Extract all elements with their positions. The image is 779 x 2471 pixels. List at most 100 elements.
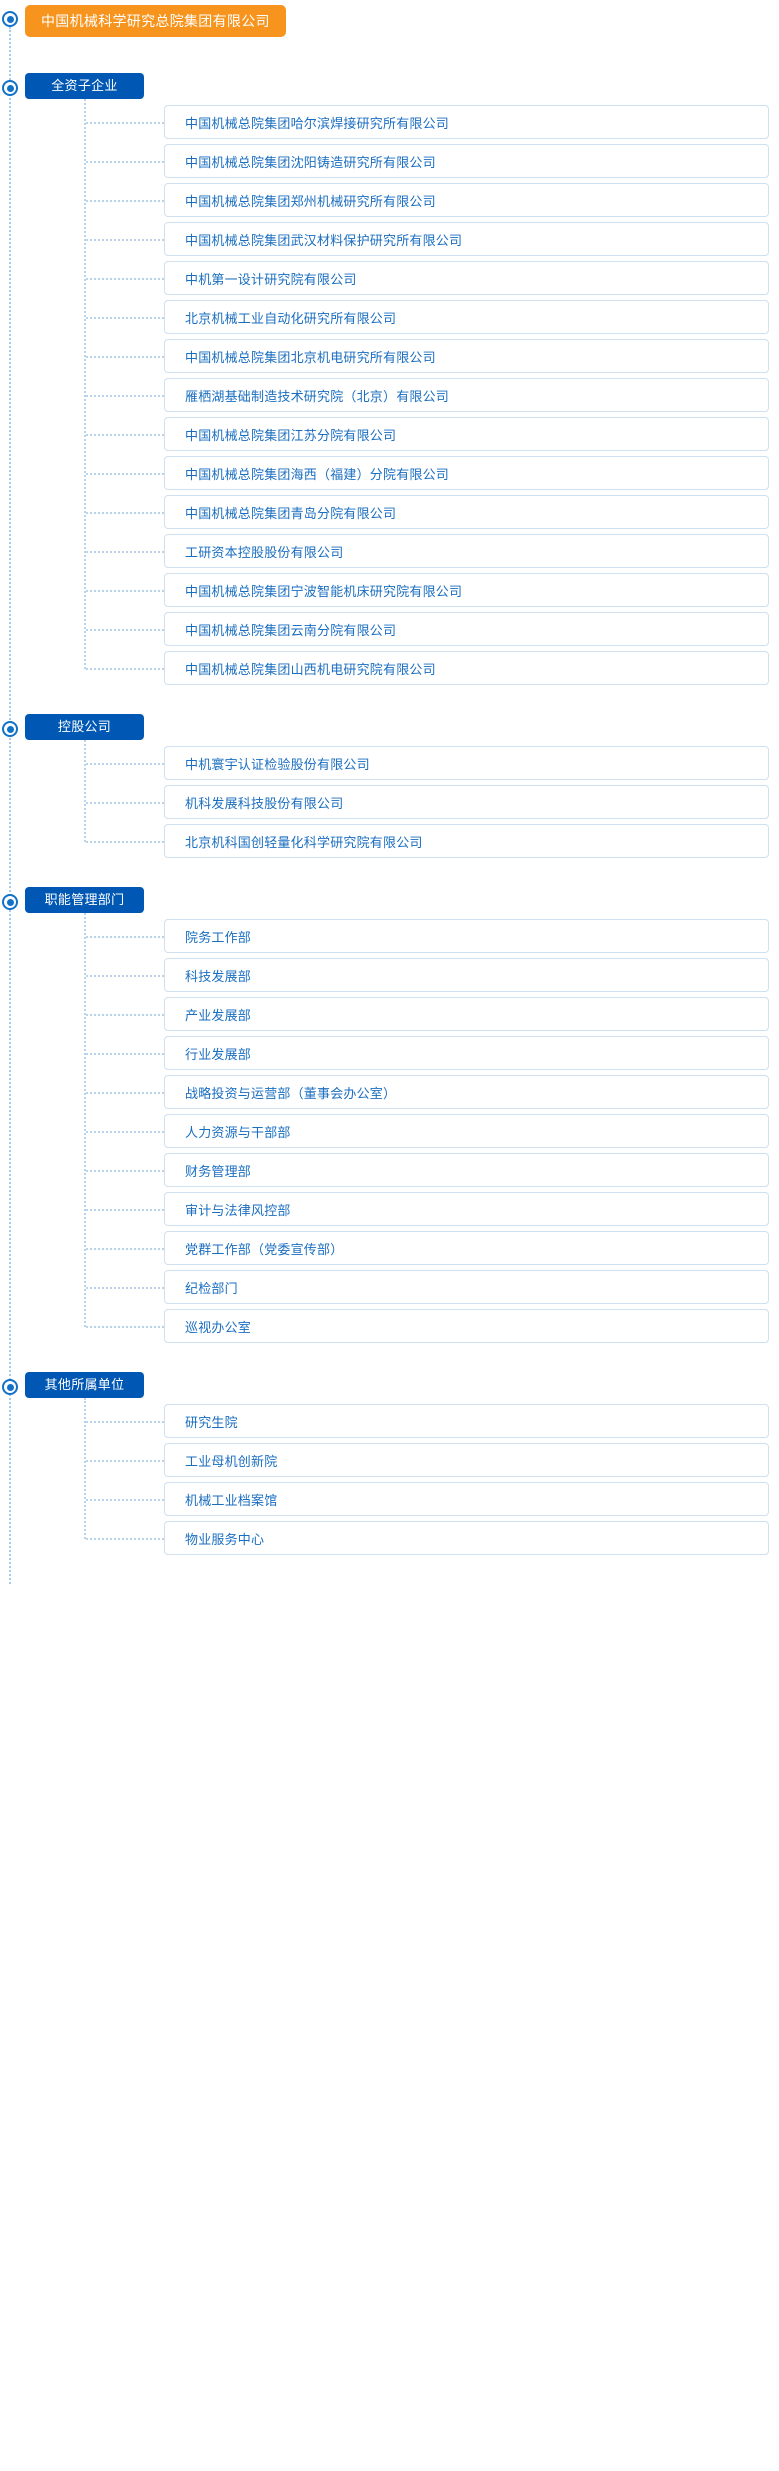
org-item-label: 中国机械总院集团青岛分院有限公司 [185,505,397,521]
org-item-label: 物业服务中心 [185,1531,265,1547]
org-item-box[interactable]: 中国机械总院集团江苏分院有限公司 [164,417,769,451]
org-item-label: 院务工作部 [185,929,252,945]
org-item: 中国机械总院集团沈阳铸造研究所有限公司 [0,142,779,181]
org-item-label: 工业母机创新院 [185,1453,278,1469]
org-item-label: 审计与法律风控部 [185,1202,291,1218]
org-item-box[interactable]: 中国机械总院集团郑州机械研究所有限公司 [164,183,769,217]
org-item-box[interactable]: 产业发展部 [164,997,769,1031]
org-item-box[interactable]: 行业发展部 [164,1036,769,1070]
org-item-label: 行业发展部 [185,1046,252,1062]
org-item-label: 中国机械总院集团江苏分院有限公司 [185,427,397,443]
org-item-box[interactable]: 中国机械总院集团沈阳铸造研究所有限公司 [164,144,769,178]
org-item-box[interactable]: 战略投资与运营部（董事会办公室） [164,1075,769,1109]
org-item: 科技发展部 [0,956,779,995]
org-item-label: 党群工作部（党委宣传部） [185,1241,344,1257]
category-node-dot-icon [2,80,18,96]
root-spacer [0,43,779,73]
org-item-box[interactable]: 中国机械总院集团北京机电研究所有限公司 [164,339,769,373]
tree-spine-line [9,27,11,1584]
org-item: 战略投资与运营部（董事会办公室） [0,1073,779,1112]
org-item: 巡视办公室 [0,1307,779,1346]
org-item-box[interactable]: 人力资源与干部部 [164,1114,769,1148]
org-item-box[interactable]: 审计与法律风控部 [164,1192,769,1226]
org-item-box[interactable]: 中国机械总院集团宁波智能机床研究院有限公司 [164,573,769,607]
org-item: 北京机科国创轻量化科学研究院有限公司 [0,822,779,861]
org-item-box[interactable]: 雁栖湖基础制造技术研究院（北京）有限公司 [164,378,769,412]
category-tag[interactable]: 其他所属单位 [25,1372,144,1398]
category-row: 职能管理部门 [0,887,779,917]
category-item-list: 中国机械总院集团哈尔滨焊接研究所有限公司中国机械总院集团沈阳铸造研究所有限公司中… [0,99,779,688]
category-row: 其他所属单位 [0,1372,779,1402]
org-item-box[interactable]: 院务工作部 [164,919,769,953]
org-item: 审计与法律风控部 [0,1190,779,1229]
org-item: 产业发展部 [0,995,779,1034]
org-item: 中机寰宇认证检验股份有限公司 [0,744,779,783]
category-tag[interactable]: 控股公司 [25,714,144,740]
org-item: 中国机械总院集团海西（福建）分院有限公司 [0,454,779,493]
org-item-box[interactable]: 中机第一设计研究院有限公司 [164,261,769,295]
org-item-box[interactable]: 中国机械总院集团青岛分院有限公司 [164,495,769,529]
org-item: 中国机械总院集团青岛分院有限公司 [0,493,779,532]
category-tag[interactable]: 职能管理部门 [25,887,144,913]
org-item: 机科发展科技股份有限公司 [0,783,779,822]
org-item-box[interactable]: 物业服务中心 [164,1521,769,1555]
category-tag[interactable]: 全资子企业 [25,73,144,99]
org-item-box[interactable]: 中国机械总院集团海西（福建）分院有限公司 [164,456,769,490]
org-item: 中国机械总院集团哈尔滨焊接研究所有限公司 [0,103,779,142]
group-spacer [0,1346,779,1372]
org-item: 工研资本控股股份有限公司 [0,532,779,571]
org-item: 人力资源与干部部 [0,1112,779,1151]
org-item-box[interactable]: 财务管理部 [164,1153,769,1187]
category-row: 全资子企业 [0,73,779,103]
org-item-box[interactable]: 北京机科国创轻量化科学研究院有限公司 [164,824,769,858]
org-item-box[interactable]: 研究生院 [164,1404,769,1438]
org-item: 中国机械总院集团江苏分院有限公司 [0,415,779,454]
org-item-label: 战略投资与运营部（董事会办公室） [185,1085,397,1101]
org-item-label: 科技发展部 [185,968,252,984]
org-item: 中国机械总院集团武汉材料保护研究所有限公司 [0,220,779,259]
org-item-label: 人力资源与干部部 [185,1124,291,1140]
org-item-label: 研究生院 [185,1414,238,1430]
org-item-box[interactable]: 机科发展科技股份有限公司 [164,785,769,819]
org-item-box[interactable]: 中国机械总院集团山西机电研究院有限公司 [164,651,769,685]
org-item-box[interactable]: 机械工业档案馆 [164,1482,769,1516]
category-node-dot-icon [2,894,18,910]
org-group: 全资子企业中国机械总院集团哈尔滨焊接研究所有限公司中国机械总院集团沈阳铸造研究所… [0,73,779,714]
org-group: 职能管理部门院务工作部科技发展部产业发展部行业发展部战略投资与运营部（董事会办公… [0,887,779,1372]
org-item: 中国机械总院集团郑州机械研究所有限公司 [0,181,779,220]
org-item-box[interactable]: 工业母机创新院 [164,1443,769,1477]
org-item: 中国机械总院集团云南分院有限公司 [0,610,779,649]
org-item-box[interactable]: 中国机械总院集团云南分院有限公司 [164,612,769,646]
org-item-label: 机科发展科技股份有限公司 [185,795,344,811]
category-item-list: 研究生院工业母机创新院机械工业档案馆物业服务中心 [0,1398,779,1558]
org-item-label: 中国机械总院集团山西机电研究院有限公司 [185,661,436,677]
group-spacer [0,861,779,887]
org-item-box[interactable]: 党群工作部（党委宣传部） [164,1231,769,1265]
org-item-box[interactable]: 巡视办公室 [164,1309,769,1343]
org-item-box[interactable]: 中国机械总院集团哈尔滨焊接研究所有限公司 [164,105,769,139]
org-item-label: 中国机械总院集团北京机电研究所有限公司 [185,349,436,365]
org-item-label: 财务管理部 [185,1163,252,1179]
root-node-row: 中国机械科学研究总院集团有限公司 [0,5,779,43]
org-item: 行业发展部 [0,1034,779,1073]
org-item-label: 中国机械总院集团郑州机械研究所有限公司 [185,193,436,209]
org-item-label: 雁栖湖基础制造技术研究院（北京）有限公司 [185,388,450,404]
org-item-box[interactable]: 科技发展部 [164,958,769,992]
org-item-box[interactable]: 工研资本控股股份有限公司 [164,534,769,568]
org-item-label: 北京机械工业自动化研究所有限公司 [185,310,397,326]
org-item-box[interactable]: 中机寰宇认证检验股份有限公司 [164,746,769,780]
org-item-label: 中机第一设计研究院有限公司 [185,271,357,287]
category-node-dot-icon [2,1379,18,1395]
org-item-box[interactable]: 纪检部门 [164,1270,769,1304]
category-row: 控股公司 [0,714,779,744]
org-item: 机械工业档案馆 [0,1480,779,1519]
org-item-label: 纪检部门 [185,1280,238,1296]
org-item-box[interactable]: 中国机械总院集团武汉材料保护研究所有限公司 [164,222,769,256]
root-node-dot-icon [2,11,18,27]
org-item: 中国机械总院集团山西机电研究院有限公司 [0,649,779,688]
org-item-box[interactable]: 北京机械工业自动化研究所有限公司 [164,300,769,334]
org-item: 纪检部门 [0,1268,779,1307]
org-item-label: 中国机械总院集团海西（福建）分院有限公司 [185,466,450,482]
org-item: 物业服务中心 [0,1519,779,1558]
root-organization-tag[interactable]: 中国机械科学研究总院集团有限公司 [25,5,286,37]
